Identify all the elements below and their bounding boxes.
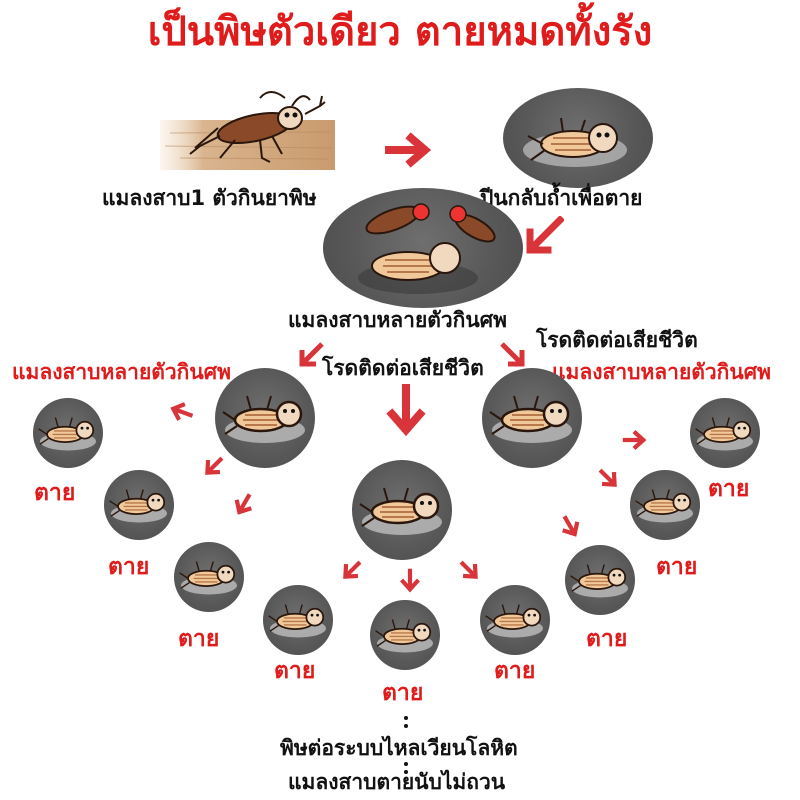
many-eat-corpse-right-label: แมลงสาบหลายตัวกินศพ xyxy=(552,360,771,384)
separator-dot xyxy=(404,770,408,774)
page-title: เป็นพิษตัวเดียว ตายหมดทั้งรัง xyxy=(147,9,653,55)
death-label: ตาย xyxy=(494,658,536,684)
spread-arrow-icon xyxy=(622,430,647,450)
death-label: ตาย xyxy=(656,554,698,580)
down-arrow-icon xyxy=(386,384,426,437)
death-label: ตาย xyxy=(586,626,628,652)
spread-arrow-icon xyxy=(598,468,617,487)
dead-cockroach-icon xyxy=(109,489,167,523)
dead-cockroach-icon xyxy=(268,604,326,638)
death-label: ตาย xyxy=(708,476,750,502)
dead-cockroach-circle xyxy=(370,600,440,670)
down-left-arrow-icon xyxy=(526,216,564,254)
dead-cockroach-circle xyxy=(263,585,333,655)
dead-cockroach-icon xyxy=(179,561,237,595)
contagious-death-right-top-label: โรดติดต่อเสียชีวิต xyxy=(536,328,698,352)
dead-cockroach-icon xyxy=(359,487,442,535)
dead-cockroach-icon xyxy=(485,604,543,638)
right-arrow-icon xyxy=(385,132,432,168)
many-cockroaches-icon xyxy=(358,203,496,294)
spread-arrow-icon xyxy=(205,456,224,475)
dead-cockroach-circle xyxy=(174,542,244,612)
separator-dot xyxy=(404,716,408,720)
death-label: ตาย xyxy=(34,480,76,506)
dead-cockroach-icon xyxy=(523,117,627,167)
dead-cockroach-circle xyxy=(480,585,550,655)
center-nest-circle xyxy=(323,188,523,308)
dead-cockroach-circle xyxy=(482,368,582,468)
spread-arrow-icon xyxy=(343,560,362,579)
bottom-line-1: พิษต่อระบบไหลเวียนโลหิต xyxy=(280,736,518,760)
dead-cockroach-icon xyxy=(222,395,305,443)
death-label: ตาย xyxy=(274,658,316,684)
dead-cockroach-circle xyxy=(33,398,103,468)
returns-to-nest-label: ปีนกลับถ้ำเพื่อตาย xyxy=(480,186,643,210)
spread-arrow-icon xyxy=(562,515,580,537)
dead-cockroach-circle xyxy=(104,470,174,540)
dead-cockroach-circle xyxy=(690,398,760,468)
dead-cockroach-icon xyxy=(695,417,753,451)
spread-arrow-icon xyxy=(459,560,478,579)
dead-cockroach-icon xyxy=(375,619,433,653)
separator-dot xyxy=(404,762,408,766)
death-label: ตาย xyxy=(178,626,220,652)
one-eats-poison-label: แมลงสาบ1 ตัวกินยาพิษ xyxy=(102,186,317,210)
many-eat-corpse-left-label: แมลงสาบหลายตัวกินศพ xyxy=(12,360,231,384)
dead-cockroach-circle xyxy=(565,545,635,615)
bottom-line-2: แมลงสาบตายนับไม่ถวน xyxy=(288,770,506,794)
separator-dot xyxy=(404,724,408,728)
spread-arrow-icon xyxy=(234,493,252,515)
cockroach-eating-poison-illustration xyxy=(160,91,335,170)
contagious-death-center-label: โรดติดต่อเสียชีวิต xyxy=(322,356,484,380)
dead-cockroach-icon xyxy=(489,395,572,443)
dead-cockroach-circle xyxy=(215,368,315,468)
dead-cockroach-icon xyxy=(635,489,693,523)
dead-cockroach-circle xyxy=(352,460,452,560)
spread-arrow-icon xyxy=(400,568,420,593)
dead-cockroach-icon xyxy=(570,564,628,598)
dead-cockroach-circle xyxy=(630,470,700,540)
spread-arrow-icon xyxy=(170,402,194,421)
dead-cockroach-icon xyxy=(38,417,96,451)
many-eat-corpse-center-label: แมลงสาบหลายตัวกินศพ xyxy=(288,308,507,332)
death-label: ตาย xyxy=(382,680,424,706)
nest-circle xyxy=(503,88,653,188)
down-right-arrow-icon xyxy=(500,342,525,367)
down-left-arrow-icon xyxy=(299,342,324,367)
death-label: ตาย xyxy=(108,554,150,580)
